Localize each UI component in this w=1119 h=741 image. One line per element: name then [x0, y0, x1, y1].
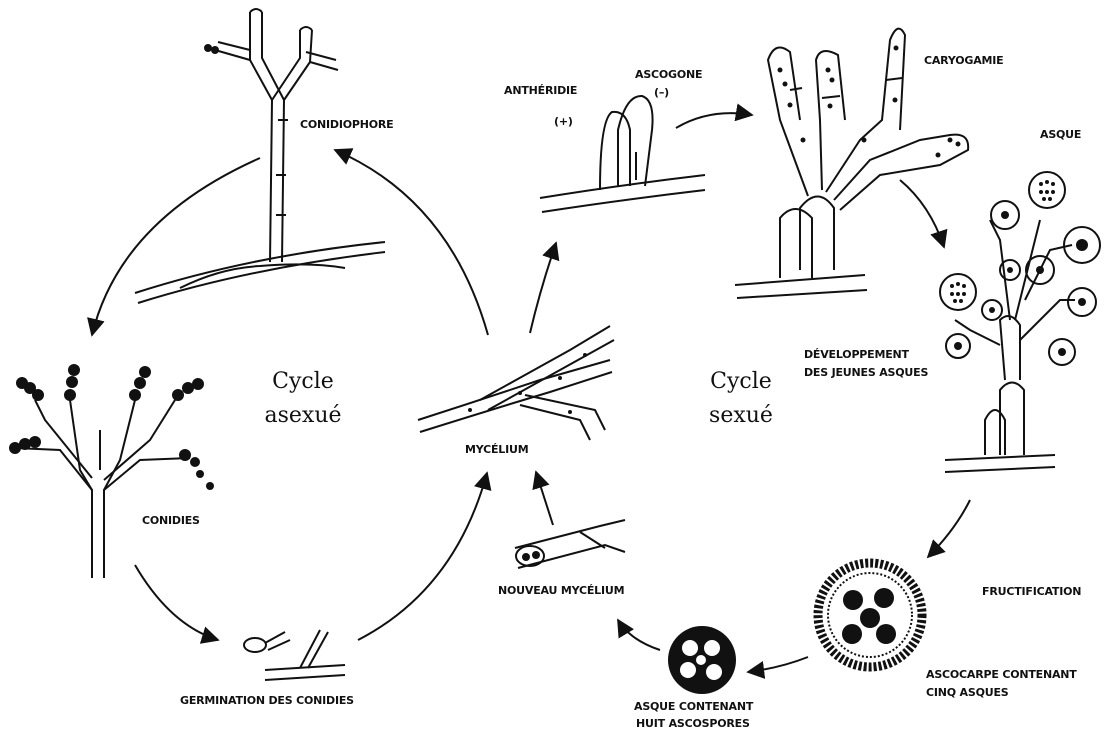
sexual-cycle-line-1: Cycle — [686, 365, 796, 399]
label-developpement-2: DES JEUNES ASQUES — [804, 366, 928, 379]
label-nouveau-mycelium: NOUVEAU MYCÉLIUM — [498, 584, 624, 597]
label-mycelium: MYCÉLIUM — [465, 443, 529, 456]
asexual-cycle-title: Cycle asexué — [248, 365, 358, 433]
new-mycelium-drawing — [515, 520, 625, 568]
arrow-asque-to-fructification — [928, 500, 970, 557]
conidiophore-spores — [204, 44, 219, 54]
label-ascocarpe-2: CINQ ASQUES — [926, 686, 1009, 699]
arrow-caryogamie-to-asque — [900, 180, 944, 247]
sexual-cycle-title: Cycle sexué — [686, 365, 796, 433]
ascus-eight-spores-drawing — [668, 626, 736, 694]
label-antheridie: ANTHÉRIDIE — [504, 84, 577, 97]
label-ascocarpe-1: ASCOCARPE CONTENANT — [926, 668, 1077, 681]
label-asque-huit-1: ASQUE CONTENANT — [634, 700, 753, 713]
arrow-conidia-to-germination — [135, 565, 218, 640]
label-developpement-1: DÉVELOPPEMENT — [804, 348, 909, 361]
young-asci-drawing — [940, 172, 1100, 472]
label-asque-huit-2: HUIT ASCOSPORES — [636, 717, 750, 730]
sexual-cycle-line-2: sexué — [686, 399, 796, 433]
asexual-cycle-line-1: Cycle — [248, 365, 358, 399]
antheridium-ascogonium-drawing — [540, 96, 705, 212]
arrow-ascogone-to-caryogamie — [676, 113, 752, 128]
mycelium-drawing — [418, 326, 614, 440]
asexual-cycle-line-2: asexué — [248, 399, 358, 433]
arrow-germination-to-mycelium — [358, 473, 487, 640]
label-antheridie-sign: (+) — [554, 115, 573, 128]
caryogamie-drawing — [735, 29, 968, 298]
conidia-chains — [9, 364, 214, 490]
arrow-ascocarp-to-ascus — [748, 657, 808, 672]
ascocarp-drawing — [818, 563, 922, 667]
label-conidiophore: CONIDIOPHORE — [300, 118, 394, 131]
label-germination: GERMINATION DES CONIDIES — [180, 694, 354, 707]
arrow-mycelium-to-conidiophore — [335, 150, 488, 335]
arrow-new-mycelium-to-mycelium — [536, 472, 553, 525]
label-ascogone: ASCOGONE — [635, 68, 702, 81]
label-fructification: FRUCTIFICATION — [982, 585, 1081, 598]
conidia-bearing-hypha — [15, 400, 190, 578]
arrow-mycelium-to-sexual — [530, 243, 556, 333]
new-mycelium-nuclei — [522, 551, 540, 561]
label-conidies: CONIDIES — [142, 514, 200, 527]
label-caryogamie: CARYOGAMIE — [924, 54, 1003, 67]
label-asque: ASQUE — [1040, 128, 1081, 141]
arrow-ascus-to-new-mycelium — [618, 620, 660, 650]
arrow-conidiophore-to-sporulation — [92, 158, 260, 335]
germinating-conidia — [244, 630, 345, 680]
label-ascogone-sign: (–) — [654, 86, 669, 99]
